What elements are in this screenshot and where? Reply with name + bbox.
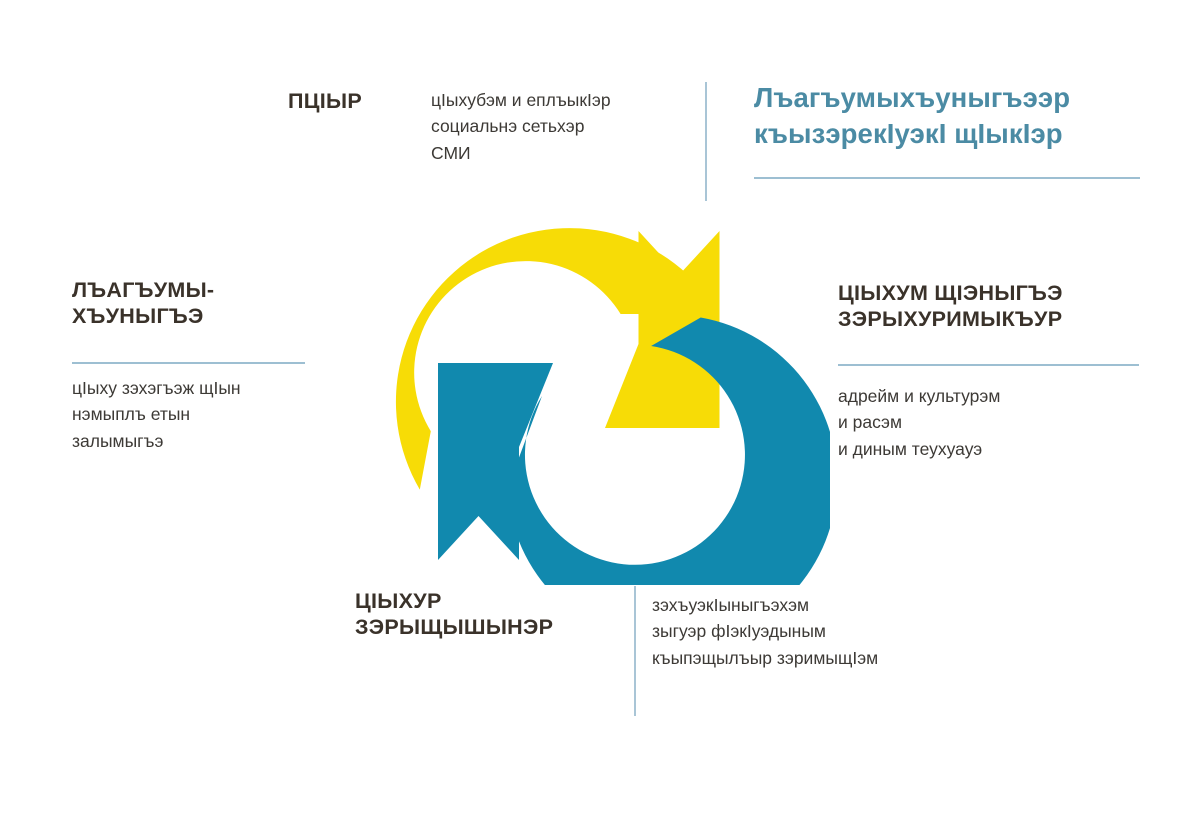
yellow-arrow-head [605, 231, 720, 428]
right-callout-divider-rule [838, 364, 1139, 366]
bottom-callout-vertical-divider [634, 586, 636, 716]
bottom-callout-body: зэхъуэкIыныгъэхэм зыгуэр фIэкIуэдыным къ… [652, 595, 879, 668]
blue-arrow-head [438, 363, 553, 560]
right-callout-body: адрейм и культурэм и расэм и диным теуху… [838, 386, 1001, 459]
title-divider-rule [754, 177, 1140, 179]
cycle-diagram-svg [395, 228, 830, 585]
cycle-diagram [300, 205, 830, 585]
blue-arc-band [507, 317, 830, 585]
bottom-callout-heading: ЦIЫХУР ЗЭРЫЩЫШЫНЭР [355, 589, 554, 640]
right-callout-block: ЦIЫХУМ ЩIЭНЫГЪЭ ЗЭРЫХУРИМЫКЪУР адрейм и … [838, 280, 1158, 459]
top-callout-body: цIыхубэм и еплъыкIэр социальнэ сетьхэр С… [431, 90, 611, 163]
right-callout-heading: ЦIЫХУМ ЩIЭНЫГЪЭ ЗЭРЫХУРИМЫКЪУР [838, 281, 1063, 332]
top-callout-vertical-divider [705, 82, 707, 201]
page-title: Лъагъумыхъуныгъээр къызэрекIуэкI щIыкIэр [754, 82, 1071, 149]
main-title-block: Лъагъумыхъуныгъээр къызэрекIуэкI щIыкIэр [754, 80, 1154, 152]
left-callout-body: цIыху зэхэгъэж щIын нэмыплъ етын залымыг… [72, 378, 241, 451]
left-callout-divider-rule [72, 362, 305, 364]
left-callout-heading: ЛЪАГЪУМЫ- ХЪУНЫГЪЭ [72, 278, 215, 329]
blue-arrow-group [438, 317, 830, 585]
left-callout-block: ЛЪАГЪУМЫ- ХЪУНЫГЪЭ цIыху зэхэгъэж щIын н… [72, 277, 317, 451]
top-callout-heading: ПЦIЫР [288, 89, 363, 113]
yellow-arrow-group [395, 228, 720, 490]
